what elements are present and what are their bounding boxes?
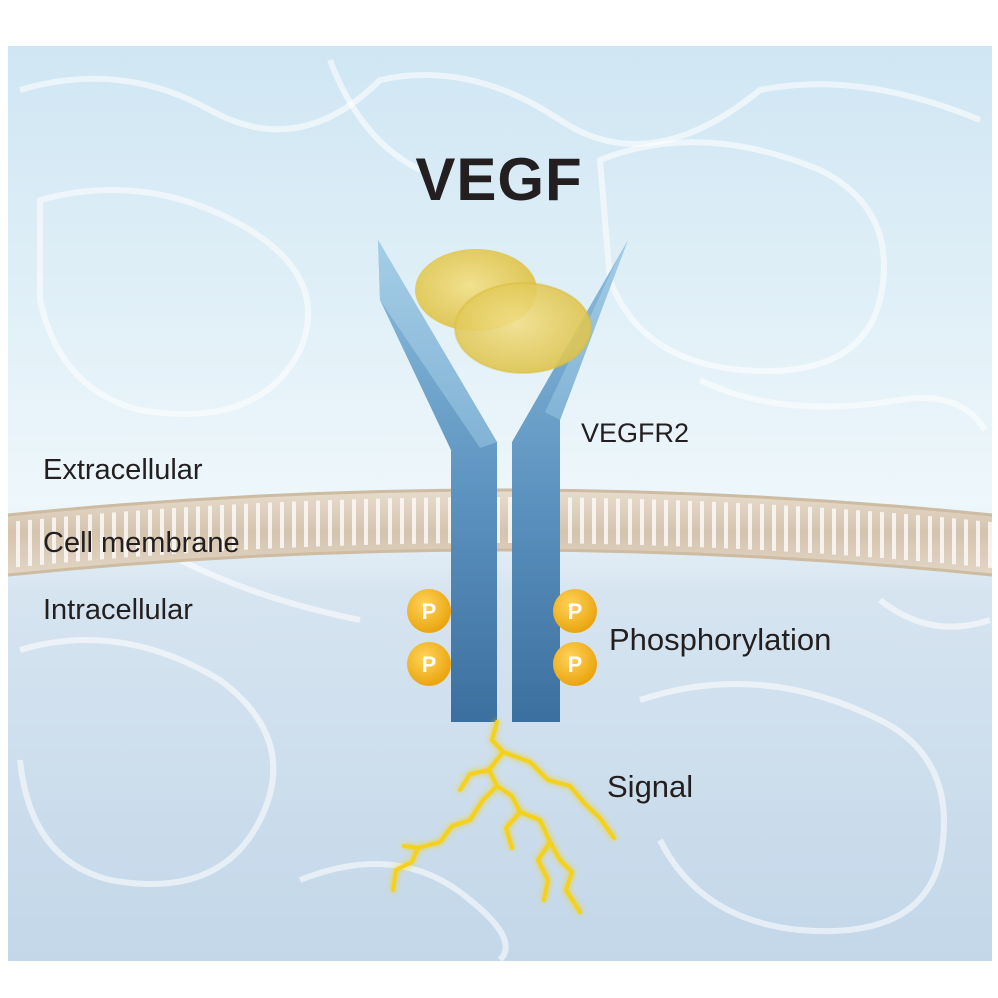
vegf-ligand	[415, 249, 592, 374]
cell-membrane	[7, 488, 993, 577]
intracellular-label: Intracellular	[43, 594, 193, 626]
phosphate-left-bottom: P	[407, 642, 451, 686]
phosphate-left-top: P	[407, 589, 451, 633]
phosphorylation-label: Phosphorylation	[609, 622, 832, 657]
receptor-left-chain	[378, 240, 497, 722]
phosphate-label: P	[422, 652, 437, 677]
phosphate-label: P	[568, 652, 583, 677]
phosphate-label: P	[568, 599, 583, 624]
extracellular-label: Extracellular	[43, 454, 203, 486]
phosphate-right-bottom: P	[553, 642, 597, 686]
phosphate-right-top: P	[553, 589, 597, 633]
signal-label: Signal	[607, 769, 694, 804]
cell-membrane-label: Cell membrane	[43, 527, 240, 559]
receptor-label: VEGFR2	[581, 418, 690, 448]
phosphate-label: P	[422, 599, 437, 624]
signal-lightning	[391, 720, 616, 914]
page-title: VEGF	[415, 146, 583, 213]
